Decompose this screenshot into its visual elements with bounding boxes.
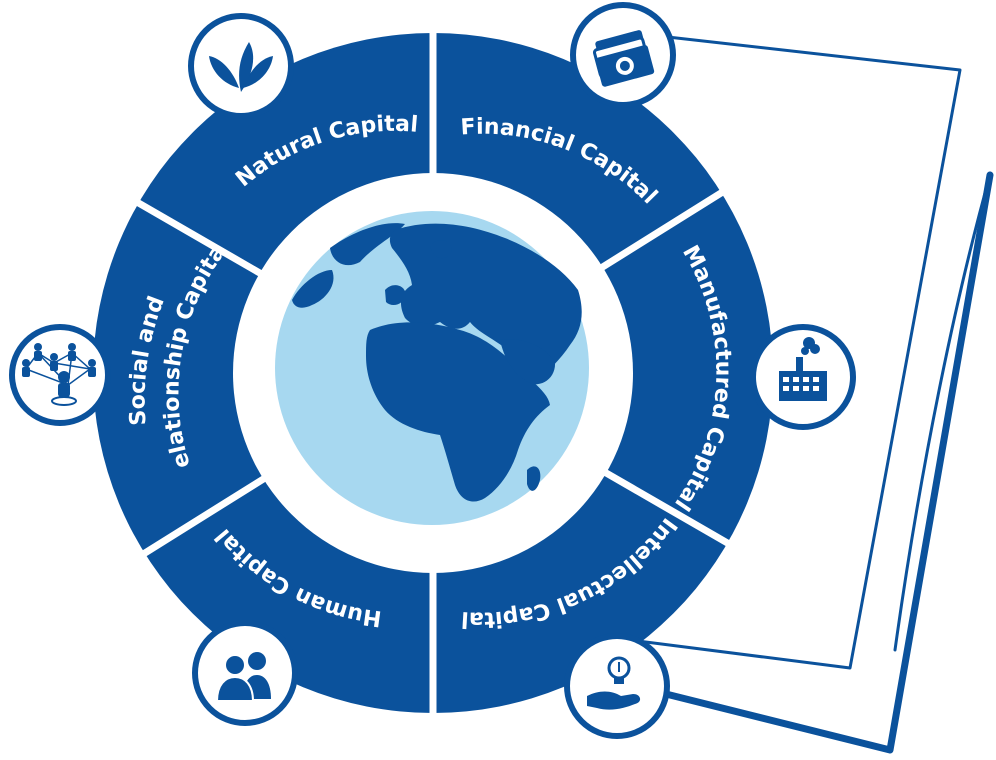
factory-icon xyxy=(750,324,856,430)
ring-separators xyxy=(128,23,738,723)
segment-separator-4 xyxy=(134,470,274,562)
money-icon xyxy=(570,2,676,108)
book-cover-edge xyxy=(646,171,994,754)
segment-separator-1 xyxy=(592,184,732,276)
segment-separator-5 xyxy=(128,194,271,282)
people-icon xyxy=(192,620,298,726)
globe-continents xyxy=(292,223,582,502)
network-icon xyxy=(9,324,111,426)
book-background xyxy=(628,33,994,754)
lightbulb-hand-icon xyxy=(564,633,670,739)
leaf-icon xyxy=(188,13,294,119)
book-page-outline xyxy=(628,33,962,670)
book-page-curl xyxy=(893,173,992,652)
segment-separator-2 xyxy=(595,464,738,552)
globe xyxy=(275,211,589,525)
